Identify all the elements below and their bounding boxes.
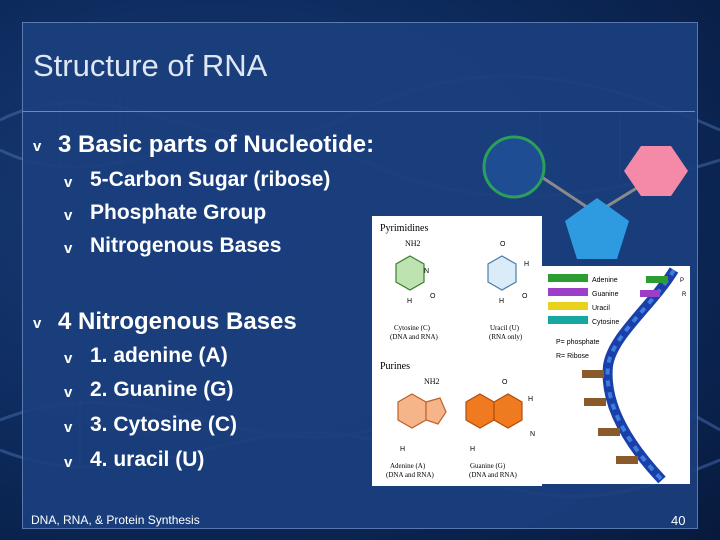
base-structures-svg: Pyrimidines NH2 N O H Cytosine (C) (DNA …	[380, 223, 535, 479]
r-label: R	[682, 292, 687, 298]
p-label: P	[680, 278, 684, 284]
atom-h-label: H	[400, 446, 405, 453]
base-structures-figure: Pyrimidines NH2 N O H Cytosine (C) (DNA …	[372, 216, 542, 486]
legend-swatch-guanine	[548, 288, 588, 296]
section2-heading: 4 Nitrogenous Bases	[58, 308, 297, 335]
base-brown	[582, 370, 604, 378]
bullet-icon: v	[64, 174, 73, 191]
nh2-label: NH2	[405, 239, 421, 248]
pyrimidines-label: Pyrimidines	[380, 223, 428, 234]
atom-n-label: N	[424, 268, 429, 275]
section1-item: 5-Carbon Sugar (ribose)	[90, 168, 331, 191]
cytosine-ring	[395, 255, 425, 291]
uracil-ring	[487, 255, 517, 291]
bullet-icon: v	[64, 454, 73, 471]
rna-strand-svg: Adenine Guanine Uracil Cytosine P= phosp…	[548, 267, 687, 484]
p-note: P= phosphate	[556, 339, 600, 346]
atom-o-label: O	[522, 293, 528, 300]
legend-adenine: Adenine	[592, 277, 618, 284]
rna-backbone	[602, 267, 679, 484]
base-brown	[598, 428, 620, 436]
legend-cytosine: Cytosine	[592, 319, 619, 326]
base-hexagon	[624, 146, 688, 196]
section1-item: Phosphate Group	[90, 201, 267, 224]
slide-title: Structure of RNA	[33, 48, 268, 83]
atom-h-label: H	[407, 298, 412, 305]
rna-backbone-dashes	[605, 268, 676, 482]
adenine-caption-sub: (DNA and RNA)	[386, 471, 434, 479]
bullet-icon: v	[64, 207, 73, 224]
adenine-ring-5	[425, 397, 447, 425]
base-adenine	[646, 276, 668, 283]
section2-item: 4. uracil (U)	[90, 448, 205, 471]
section2-item: 2. Guanine (G)	[90, 378, 234, 401]
legend-swatch-uracil	[548, 302, 588, 310]
legend-swatch-adenine	[548, 274, 588, 282]
atom-h-label: H	[470, 446, 475, 453]
guanine-ring-6	[493, 393, 523, 429]
uracil-caption: Uracil (U)	[490, 324, 520, 332]
purines-label: Purines	[380, 361, 410, 372]
guanine-caption: Guanine (G)	[470, 462, 506, 470]
bullet-icon: v	[33, 138, 42, 155]
bullet-icon: v	[33, 315, 42, 332]
atom-h-label: H	[528, 396, 533, 403]
base-brown	[584, 398, 606, 406]
phosphate-circle-outline	[482, 135, 546, 199]
section2-item: 1. adenine (A)	[90, 344, 228, 367]
nucleotide-shapes-diagram	[482, 135, 688, 259]
bullet-icon: v	[64, 384, 73, 401]
phosphate-circle	[484, 137, 544, 197]
legend-swatch-cytosine	[548, 316, 588, 324]
page-number: 40	[671, 513, 686, 528]
bullet-icon: v	[64, 419, 73, 436]
guanine-caption-sub: (DNA and RNA)	[469, 471, 517, 479]
base-guanine	[640, 290, 660, 297]
atom-o-label: O	[430, 293, 436, 300]
cytosine-caption: Cytosine (C)	[394, 324, 431, 332]
legend-guanine: Guanine	[592, 291, 619, 298]
adenine-ring-6	[397, 393, 427, 429]
atom-o-label: O	[502, 379, 508, 386]
adenine-caption: Adenine (A)	[390, 462, 426, 470]
atom-n-label: N	[530, 431, 535, 438]
base-brown	[616, 456, 638, 464]
bullet-icon: v	[64, 350, 73, 367]
atom-h-label: H	[499, 298, 504, 305]
footer-text: DNA, RNA, & Protein Synthesis	[31, 513, 200, 527]
r-note: R= Ribose	[556, 353, 589, 360]
atom-o-label: O	[500, 241, 506, 248]
sugar-pentagon	[565, 198, 629, 259]
section1-heading: 3 Basic parts of Nucleotide:	[58, 131, 375, 158]
section2-item: 3. Cytosine (C)	[90, 413, 238, 436]
section1-item: Nitrogenous Bases	[90, 234, 282, 257]
uracil-caption-sub: (RNA only)	[489, 333, 523, 341]
bullet-icon: v	[64, 240, 73, 257]
rna-strand-figure: Adenine Guanine Uracil Cytosine P= phosp…	[542, 266, 690, 484]
legend-uracil: Uracil	[592, 305, 610, 312]
nh2-label: NH2	[424, 377, 440, 386]
guanine-ring-5	[465, 393, 495, 429]
cytosine-caption-sub: (DNA and RNA)	[390, 333, 438, 341]
atom-h-label: H	[524, 261, 529, 268]
title-bar	[23, 23, 695, 112]
